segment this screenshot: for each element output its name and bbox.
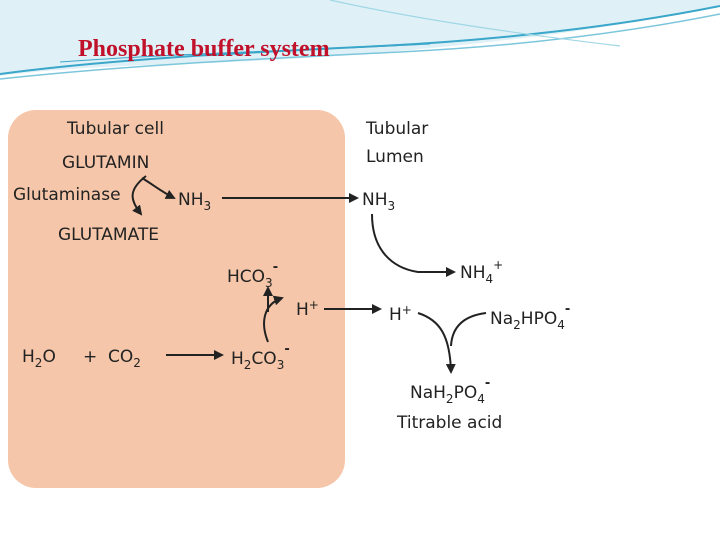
tubular-lumen-label-1: Tubular bbox=[365, 119, 428, 139]
h2co3-label: H2CO3- bbox=[231, 342, 290, 372]
na2hpo4-label: Na2HPO4- bbox=[490, 302, 570, 332]
co2-label: CO2 bbox=[108, 347, 141, 370]
slide-title: Phosphate buffer system bbox=[78, 36, 330, 62]
tubular-lumen-label-2: Lumen bbox=[366, 147, 424, 167]
hco3-label: HCO3- bbox=[227, 260, 278, 290]
h2o-label: H2O bbox=[22, 347, 56, 370]
glutaminase-label: Glutaminase bbox=[13, 185, 121, 205]
header-wave-line-2 bbox=[0, 13, 720, 80]
glutamate-label: GLUTAMATE bbox=[58, 225, 159, 245]
header-wave-line-4 bbox=[59, 43, 431, 63]
header-wave-line-3 bbox=[329, 0, 621, 47]
header-wave-decoration bbox=[0, 0, 720, 80]
plus-sign: + bbox=[83, 347, 97, 367]
h-lumen-label: H+ bbox=[389, 303, 412, 325]
tubular-cell-label: Tubular cell bbox=[66, 119, 164, 139]
glutamin-label: GLUTAMIN bbox=[62, 153, 149, 173]
titrable-acid-label: Titrable acid bbox=[396, 413, 502, 433]
h-cell-label: H+ bbox=[296, 298, 319, 320]
glutaminase-branch-arrow bbox=[141, 177, 176, 199]
h2co3-dissociation-arrow bbox=[263, 295, 284, 343]
na2hpo4-to-nah2po4-arrow bbox=[450, 312, 487, 347]
glutaminase-arrow bbox=[131, 175, 147, 216]
nh3-cell-label: NH3 bbox=[178, 190, 211, 213]
nh4-label: NH4+ bbox=[460, 258, 503, 286]
nah2po4-label: NaH2PO4- bbox=[410, 376, 490, 406]
tubular-cell-box bbox=[8, 110, 345, 488]
nh3-lumen-label: NH3 bbox=[362, 190, 395, 213]
h-to-nah2po4-arrow bbox=[417, 312, 456, 374]
nh3-to-nh4-arrow bbox=[371, 213, 456, 277]
